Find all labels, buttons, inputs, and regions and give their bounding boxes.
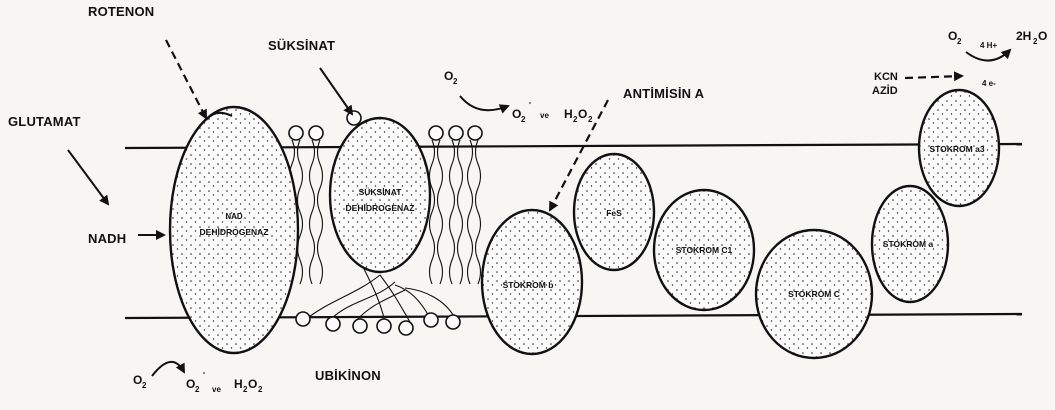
antimisin-a-label: ANTİMİSİN A [623,86,705,101]
succinate-dehydrogenase-label-1: SÜKSİNAT [359,187,403,197]
ve-top: ve [540,111,549,120]
fes-label: FeS [606,208,622,218]
superoxide-arrow-top [460,96,508,110]
water-formation-arrow [966,50,1010,61]
rotenon-inhibition-arrow [166,40,206,118]
h2o2-top: H [564,107,573,121]
cytochrome-c-label: STOKROM C [788,289,840,299]
water-o: O [1038,29,1047,43]
nadh-label: NADH [88,231,126,246]
cytochrome-a3-label: STOKROM a3 [929,144,984,154]
kcn-inhibition-arrow [905,76,962,78]
lipid-heads-bottom [296,312,460,335]
azid-label: AZİD [872,84,898,97]
ve-bottom: ve [212,385,221,394]
o2-bottom: O [133,373,142,387]
glutamat-to-nadh-arrow [68,150,108,204]
water-label: 2H [1016,29,1031,43]
o2-right: O [948,29,957,43]
suksinat-label: SÜKSİNAT [268,38,335,53]
cytochrome-c1-label: STOKROM C1 [676,245,733,255]
suksinat-arrow [320,68,352,114]
rotenon-label: ROTENON [88,4,154,19]
ros-top: O 2 O 2 ' ve H 2 O 2 [444,69,593,124]
superoxide-bottom: O [186,377,195,391]
o2-top: O [444,69,453,83]
h2o2-bottom-sub2: 2 [258,385,263,394]
o2-right-sub: 2 [957,37,962,46]
cytochrome-b-label: STOKROM b [503,280,554,290]
superoxide-bottom-sub: 2 [195,385,200,394]
superoxide-arrow-bottom [152,362,184,376]
ubikinon-label: UBİKİNON [315,368,381,383]
superoxide-top: O [512,107,521,121]
nad-dehydrogenase-label-2: DEHİDROGENAZ [200,227,269,237]
four-h-label: 4 H+ [980,41,997,50]
four-e-label: 4 e- [982,79,996,88]
cytochrome-a-label: STOKROM a [883,239,934,249]
h2o2-top-sub2: 2 [588,115,593,124]
superoxide-bottom-mark: ' [203,371,205,380]
h2o2-bottom: H [234,377,243,391]
kcn-label: KCN [874,71,898,83]
succinate-dehydrogenase-label-2: DEHİDROGENAZ [346,203,415,213]
h2o2-bottom-o: O [248,377,257,391]
nad-dehydrogenase-label-1: NAD [225,212,243,221]
superoxide-top-sub: 2 [521,115,526,124]
h2o2-top-o: O [578,107,587,121]
superoxide-top-mark: ' [529,101,531,110]
glutamat-label: GLUTAMAT [8,114,81,129]
o2-bottom-sub: 2 [142,381,147,390]
o2-top-sub: 2 [453,77,458,86]
